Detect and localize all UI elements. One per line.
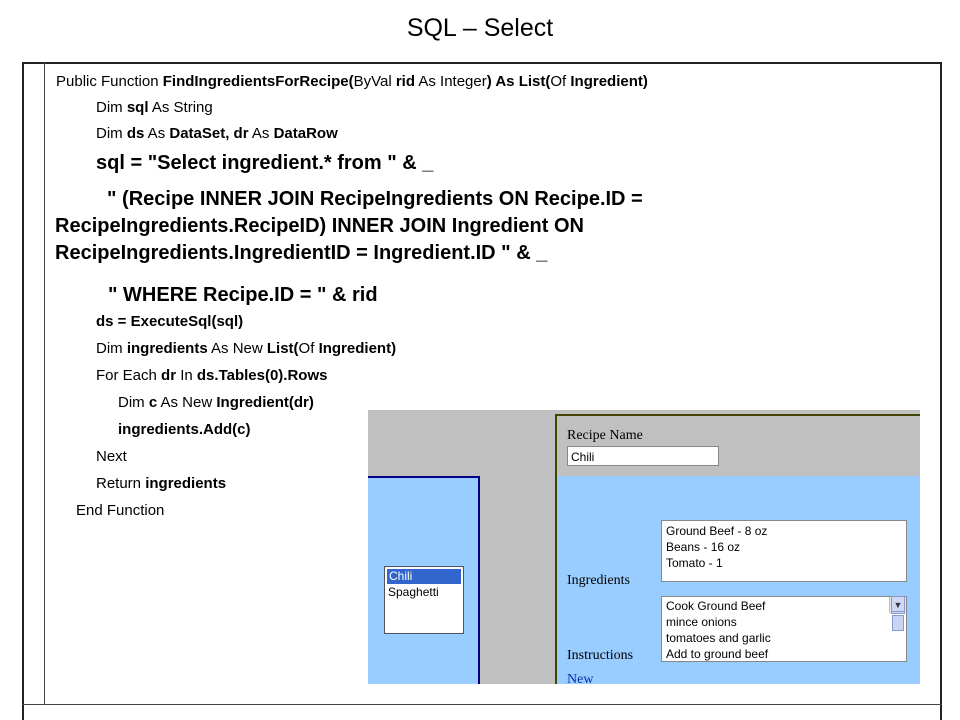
- ingredient-item[interactable]: Tomato - 1: [666, 556, 723, 570]
- code-line-dim-ingredients: Dim ingredients As New List(Of Ingredien…: [96, 340, 397, 357]
- recipe-name-input[interactable]: Chili: [567, 446, 719, 466]
- new-link[interactable]: New: [567, 672, 594, 684]
- slide-title: SQL – Select: [406, 14, 554, 42]
- instructions-label: Instructions: [567, 648, 634, 663]
- frame-border-right: [940, 62, 942, 720]
- frame-border-top: [22, 62, 942, 64]
- instruction-line: mince onions: [666, 615, 737, 629]
- recipe-list-item-selected[interactable]: Chili: [387, 569, 461, 584]
- ingredient-item[interactable]: Beans - 16 oz: [666, 540, 741, 554]
- frame-border-left: [22, 62, 24, 720]
- code-line-execute: ds = ExecuteSql(sql): [96, 313, 244, 330]
- code-line-sql-where: " WHERE Recipe.ID = " & rid: [108, 284, 378, 306]
- code-line-dim-ds: Dim ds As DataSet, dr As DataRow: [96, 125, 338, 142]
- scroll-thumb[interactable]: [892, 615, 904, 631]
- ingredient-item[interactable]: Ground Beef - 8 oz: [666, 524, 768, 538]
- frame-border-bottom: [22, 704, 942, 705]
- code-line-dim-sql: Dim sql As String: [96, 99, 213, 116]
- app-screenshot: Chili Spaghetti Recipe Name Chili Ingred…: [368, 410, 920, 684]
- code-line-add: ingredients.Add(c): [118, 421, 251, 438]
- instructions-textarea[interactable]: Cook Ground Beef mince onions tomatoes a…: [661, 596, 907, 662]
- recipe-name-label: Recipe Name: [567, 428, 643, 443]
- code-line-next: Next: [96, 448, 127, 465]
- ingredients-label: Ingredients: [567, 573, 630, 588]
- code-line-dim-c: Dim c As New Ingredient(dr): [118, 394, 314, 411]
- recipe-name-section: Recipe Name Chili: [557, 416, 920, 476]
- code-line-return: Return ingredients: [96, 475, 227, 492]
- instruction-line: tomatoes and garlic: [666, 631, 771, 645]
- frame-border-inner: [44, 62, 45, 704]
- scroll-down-icon[interactable]: ▼: [891, 596, 905, 612]
- code-line-end-function: End Function: [76, 502, 165, 519]
- instruction-line: Add to ground beef: [666, 647, 769, 661]
- code-line-sql-select: sql = "Select ingredient.* from " & _: [96, 152, 434, 174]
- code-line-sql-join: " (Recipe INNER JOIN RecipeIngredients O…: [55, 188, 643, 264]
- recipe-list-item[interactable]: Spaghetti: [388, 585, 439, 599]
- instruction-line: Cook Ground Beef: [666, 599, 766, 613]
- recipe-listbox[interactable]: Chili Spaghetti: [384, 566, 464, 634]
- code-line-for-each: For Each dr In ds.Tables(0).Rows: [96, 367, 328, 384]
- instructions-scrollbar[interactable]: ▲ ▼: [889, 596, 906, 631]
- recipe-detail-panel: Recipe Name Chili Ingredients Ground Bee…: [555, 414, 920, 684]
- code-line-function-signature: Public Function FindIngredientsForRecipe…: [56, 73, 648, 90]
- ingredients-listbox[interactable]: Ground Beef - 8 oz Beans - 16 oz Tomato …: [661, 520, 907, 582]
